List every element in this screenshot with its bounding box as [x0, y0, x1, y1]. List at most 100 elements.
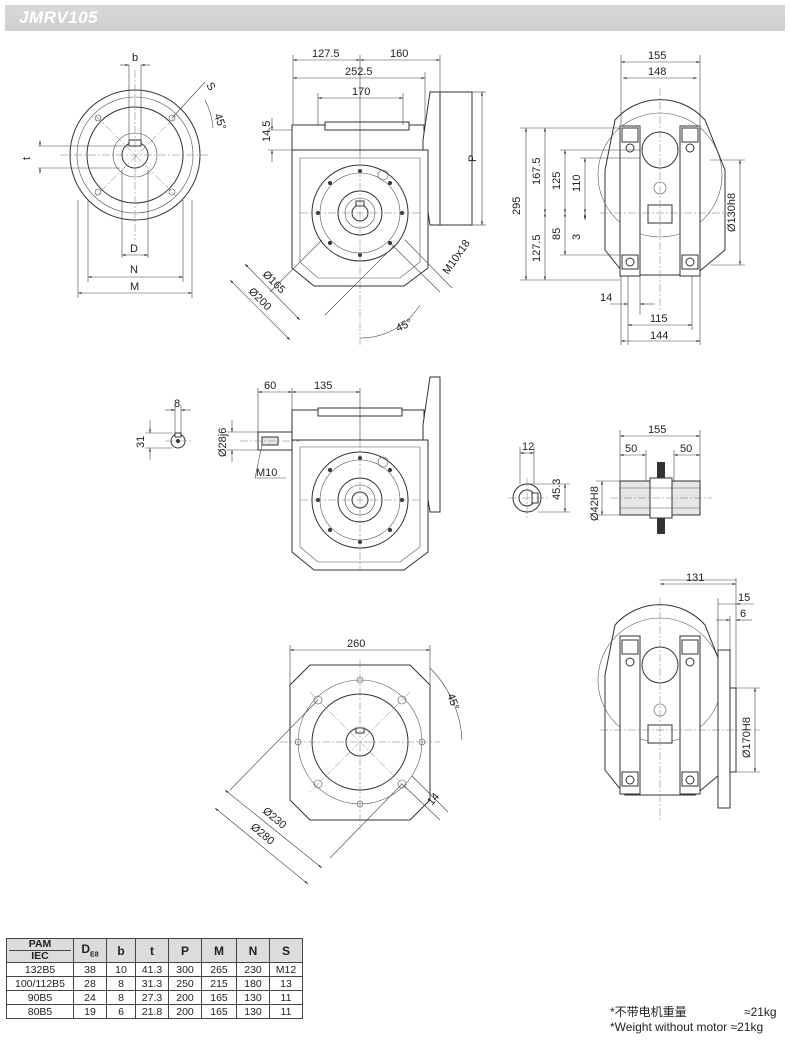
view-side-flange: 131 15 6 Ø170H8 — [597, 572, 760, 820]
dim-85: 85 — [551, 228, 563, 240]
dim-135: 135 — [314, 380, 332, 392]
dim-d: D — [130, 243, 138, 255]
cell-b: 8 — [106, 990, 136, 1005]
cell-de: 19 — [73, 1004, 107, 1019]
cell-p: 200 — [168, 1004, 202, 1019]
dim-s: S — [203, 81, 217, 93]
dim-167-5: 167.5 — [531, 157, 543, 185]
dim-m10x18: M10x18 — [441, 238, 473, 277]
dim-125: 125 — [551, 172, 563, 190]
cell-b: 8 — [106, 976, 136, 991]
dim-dia-170h8: Ø170H8 — [741, 717, 753, 758]
cell-b: 10 — [106, 962, 136, 977]
dim-31: 31 — [135, 436, 147, 448]
dim-131: 131 — [686, 572, 704, 584]
cell-s: 11 — [269, 1004, 303, 1019]
cell-n: 130 — [236, 990, 270, 1005]
dim-148: 148 — [648, 66, 666, 78]
dim-t: t — [21, 157, 33, 160]
view-input-shaft: 8 31 60 — [135, 376, 441, 571]
table-row: 100/112B5 28 8 31.3 250 215 180 13 — [6, 976, 303, 991]
dim-8: 8 — [174, 398, 180, 410]
dim-252-5: 252.5 — [345, 66, 373, 78]
dim-p: P — [467, 155, 479, 162]
t-header: t — [135, 938, 169, 963]
cell-n: 180 — [236, 976, 270, 991]
dim-45-3: 45.3 — [551, 479, 563, 500]
cell-t: 41.3 — [135, 962, 169, 977]
dim-160: 160 — [390, 48, 408, 60]
b-header: b — [106, 938, 136, 963]
view-flange-front: b S 45° t D N M — [21, 52, 228, 298]
dim-14-side: 14 — [600, 292, 612, 304]
cell-p: 300 — [168, 962, 202, 977]
dim-155: 155 — [648, 50, 666, 62]
dim-127-5-side: 127.5 — [531, 234, 543, 262]
table-row: 90B5 24 8 27.3 200 165 130 11 — [6, 990, 303, 1005]
dim-m10: M10 — [256, 467, 277, 479]
dim-50-right: 50 — [680, 443, 692, 455]
cell-iec: 80B5 — [6, 1004, 74, 1019]
cell-m: 215 — [201, 976, 237, 991]
dim-115: 115 — [650, 313, 668, 325]
view-side: 155 148 295 167.5 127.5 125 110 85 3 Ø13… — [511, 50, 745, 345]
weight-cn-value: ≈21kg — [744, 1005, 777, 1019]
dim-295: 295 — [511, 197, 523, 215]
cell-b: 6 — [106, 1004, 136, 1019]
dim-b: b — [132, 52, 138, 64]
dim-dia-200: Ø200 — [246, 286, 274, 314]
dim-m: M — [130, 281, 139, 293]
dim-n: N — [130, 264, 138, 276]
weight-en-value: ≈21kg — [730, 1020, 764, 1034]
dim-110: 110 — [571, 174, 583, 192]
weight-cn-label: *不带电机重量 — [610, 1005, 687, 1019]
dim-dia-28j6: Ø28j6 — [217, 428, 229, 457]
cell-iec: 90B5 — [6, 990, 74, 1005]
cell-m: 165 — [201, 990, 237, 1005]
title-banner: JMRV105 — [5, 5, 785, 31]
cell-p: 250 — [168, 976, 202, 991]
view-hollow-shaft: 12 45.3 155 50 50 Ø42H8 — [508, 424, 712, 534]
dim-144: 144 — [650, 330, 668, 342]
dim-dia-165: Ø165 — [260, 269, 288, 297]
cell-de: 38 — [73, 962, 107, 977]
dim-6: 6 — [740, 608, 746, 620]
dim-dia-130h8: Ø130h8 — [726, 193, 738, 232]
cell-s: 11 — [269, 990, 303, 1005]
dim-angle-45: 45° — [394, 317, 414, 335]
model-title: JMRV105 — [19, 8, 99, 27]
dim-14-5: 14.5 — [261, 121, 273, 142]
cell-n: 230 — [236, 962, 270, 977]
cell-t: 27.3 — [135, 990, 169, 1005]
dim-angle-45: 45° — [211, 112, 228, 132]
dim-60: 60 — [264, 380, 276, 392]
cell-de: 28 — [73, 976, 107, 991]
cell-t: 31.3 — [135, 976, 169, 991]
dim-155-hollow: 155 — [648, 424, 666, 436]
dim-dia-42h8: Ø42H8 — [589, 486, 601, 521]
dim-3: 3 — [571, 234, 583, 240]
de-header: DE8 — [73, 938, 107, 963]
weight-en: *Weight without motor ≈21kg — [610, 1020, 763, 1035]
dim-angle-45: 45° — [444, 692, 461, 712]
table-row: 80B5 19 6 21.8 200 165 130 11 — [6, 1004, 303, 1019]
cell-s: 13 — [269, 976, 303, 991]
dim-260: 260 — [347, 638, 365, 650]
dim-15: 15 — [738, 592, 750, 604]
s-header: S — [269, 938, 303, 963]
cell-n: 130 — [236, 1004, 270, 1019]
dim-50-left: 50 — [625, 443, 637, 455]
dim-127-5: 127.5 — [312, 48, 340, 60]
p-header: P — [168, 938, 202, 963]
cell-m: 265 — [201, 962, 237, 977]
dim-170: 170 — [352, 86, 370, 98]
dim-dia-280: Ø280 — [248, 821, 276, 847]
view-output-flange: 260 45° Ø230 Ø280 14 — [214, 638, 463, 885]
view-gearbox-front: 127.5 160 252.5 170 14.5 P Ø165 Ø200 M10… — [229, 48, 486, 345]
cell-iec: 100/112B5 — [6, 976, 74, 991]
weight-cn: *不带电机重量 ≈21kg — [610, 1005, 777, 1020]
m-header: M — [201, 938, 237, 963]
